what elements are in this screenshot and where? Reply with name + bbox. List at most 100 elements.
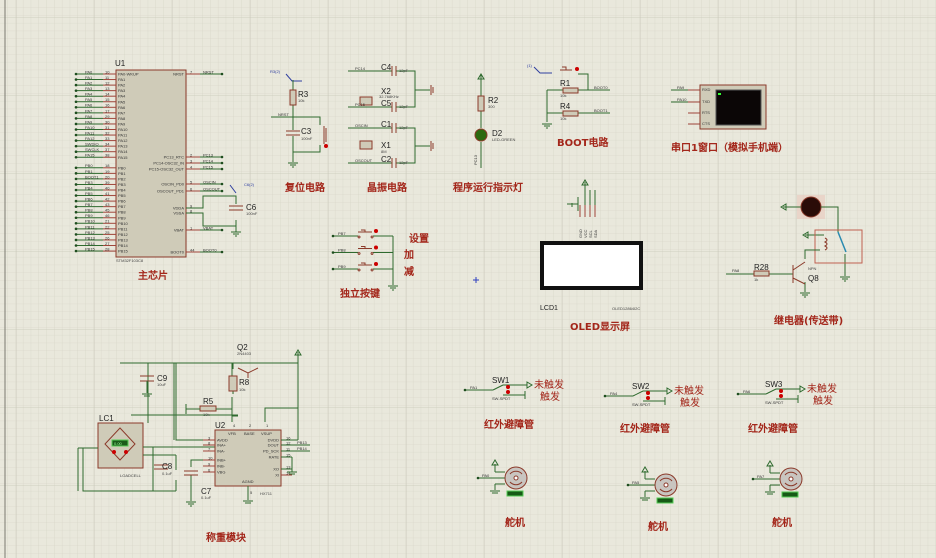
reset-circuit[interactable]: R3(2) R3 10k NRST C3 100nF <box>270 69 328 168</box>
net-terminal[interactable] <box>74 166 78 170</box>
net-terminal[interactable] <box>74 122 78 126</box>
net-terminal[interactable] <box>74 72 78 76</box>
net-terminal[interactable] <box>331 267 335 271</box>
reset-button[interactable] <box>324 144 328 148</box>
u1-net-label: PB9 <box>85 213 93 218</box>
u2-pin-number: 9 <box>208 461 211 466</box>
ir-ref: SW3 <box>765 380 783 389</box>
boot-button[interactable] <box>575 67 579 71</box>
net-terminal[interactable] <box>74 238 78 242</box>
boot-circuit[interactable]: (1) R1 10k R4 10k BOOT0 BOOT1 <box>527 63 610 129</box>
net-terminal[interactable] <box>74 244 78 247</box>
c1-ref: C1 <box>381 120 392 129</box>
net-terminal[interactable] <box>74 233 78 236</box>
net-terminal[interactable] <box>74 216 78 220</box>
key-button-pb8[interactable] <box>374 245 378 250</box>
net-terminal[interactable] <box>74 139 78 142</box>
net-terminal[interactable] <box>74 117 78 120</box>
net-terminal[interactable] <box>74 188 78 192</box>
relay-circuit[interactable]: PA8 R28 1k NPN Q8 <box>726 195 863 298</box>
net-terminal[interactable] <box>74 100 78 104</box>
net-terminal[interactable] <box>74 222 78 225</box>
ir-ref: SW1 <box>492 376 510 385</box>
net-terminal[interactable] <box>74 78 78 81</box>
net-terminal[interactable] <box>220 189 224 193</box>
net-terminal[interactable] <box>74 128 78 131</box>
x1-ref: X1 <box>381 141 391 150</box>
net-terminal[interactable] <box>74 177 78 181</box>
u1-pin-name: PC14-OSC32_IN <box>153 161 184 166</box>
r2 <box>477 95 485 112</box>
net-terminal[interactable] <box>74 106 78 109</box>
net-terminal[interactable] <box>463 388 467 392</box>
net-terminal[interactable] <box>626 483 630 487</box>
switch-toggle[interactable] <box>646 391 650 395</box>
net-terminal[interactable] <box>603 394 607 398</box>
u1-net-label: SWDIO <box>85 142 99 147</box>
wire <box>628 471 655 501</box>
u2-pin-name: DVDD <box>268 438 279 443</box>
net-terminal[interactable] <box>220 228 224 232</box>
switch-toggle[interactable] <box>779 394 783 398</box>
crosshair-cursor-icon <box>473 277 479 283</box>
key-button-pb7[interactable] <box>374 229 378 233</box>
r4-ref: R4 <box>560 102 571 111</box>
reset-section-label: 复位电路 <box>284 181 326 194</box>
net-terminal[interactable] <box>74 172 78 175</box>
net-terminal[interactable] <box>476 476 480 480</box>
net-terminal[interactable] <box>74 199 78 203</box>
crystal-circuit[interactable]: PC14 PC15 OSCIN OSCOUT C4 12pF X2 32.768… <box>348 63 434 168</box>
switch-toggle[interactable] <box>506 390 510 394</box>
net-terminal[interactable] <box>74 94 78 98</box>
switch-toggle[interactable] <box>779 389 783 393</box>
net-terminal[interactable] <box>74 205 78 208</box>
u1-pin-name: PB11 <box>118 226 128 231</box>
net-terminal[interactable] <box>736 392 740 396</box>
u1-pin-number: 22 <box>105 224 110 229</box>
servo-1[interactable]: PA0 <box>476 459 528 497</box>
net-terminal[interactable] <box>74 249 78 253</box>
net-terminal[interactable] <box>74 155 78 159</box>
virtual-terminal[interactable]: RXD TXD RTS CTS PA9 PA10 <box>671 84 767 130</box>
u1-net-label: PA0 <box>85 69 93 74</box>
net-terminal[interactable] <box>74 150 78 153</box>
net-terminal[interactable] <box>74 133 78 137</box>
net-terminal[interactable] <box>74 144 78 148</box>
net-terminal[interactable] <box>220 155 224 159</box>
led-circuit[interactable]: R2 300 D2 LED-GREEN PC13 <box>473 73 515 168</box>
net-terminal[interactable] <box>74 89 78 92</box>
switch-toggle[interactable] <box>646 396 650 400</box>
net-terminal[interactable] <box>331 234 335 238</box>
servo-2[interactable]: PA5 <box>626 466 678 504</box>
u1-net-label: PA10 <box>85 125 95 130</box>
net-terminal[interactable] <box>331 251 335 254</box>
u1-pin-number: 46 <box>105 213 110 218</box>
servo-3[interactable]: PA7 <box>751 460 803 498</box>
oled-pin-gnd: GND <box>578 229 583 238</box>
u1-pin-name: VDDA <box>173 206 184 211</box>
net-terminal[interactable] <box>220 250 224 254</box>
net-terminal[interactable] <box>74 83 78 87</box>
net-terminal[interactable] <box>74 183 78 186</box>
net-terminal[interactable] <box>220 182 224 186</box>
switch-toggle[interactable] <box>506 385 510 389</box>
net-terminal[interactable] <box>220 167 224 171</box>
net-terminal[interactable] <box>74 111 78 115</box>
weighing-module[interactable]: 0.00 AVDD3INA+8INA-7INB+10INB-9VBG6VFB4B… <box>77 343 310 507</box>
u1-pin-number: 39 <box>105 180 110 185</box>
net-terminal[interactable] <box>74 210 78 214</box>
key-button-pb9[interactable] <box>374 262 378 266</box>
net-terminal[interactable] <box>220 161 224 165</box>
net-terminal[interactable] <box>74 227 78 231</box>
net-terminal[interactable] <box>74 194 78 197</box>
net-terminal[interactable] <box>751 477 755 481</box>
ir-state-on: 触发 <box>680 396 700 409</box>
net-terminal[interactable] <box>220 72 224 76</box>
